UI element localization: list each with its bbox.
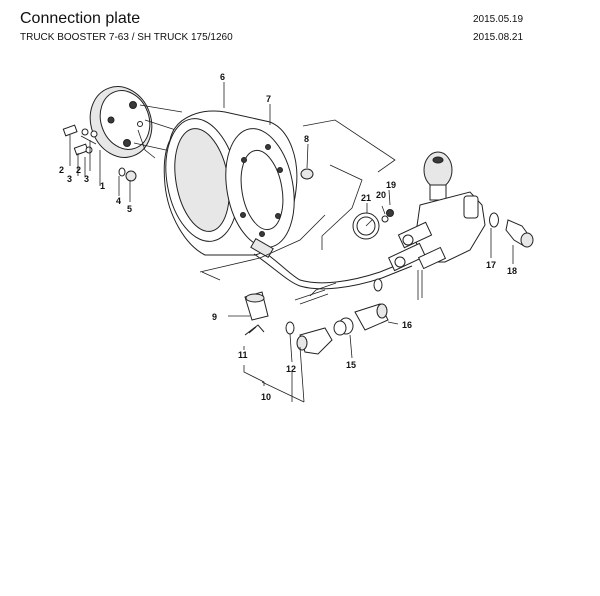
leader-lines [69, 82, 514, 403]
callout-12: 12 [286, 364, 296, 374]
callout-19: 19 [386, 180, 396, 190]
callout-2: 2 [59, 165, 64, 175]
callout-18: 18 [507, 266, 517, 276]
small-fittings-part [381, 209, 394, 223]
callout-11: 11 [238, 350, 248, 360]
callout-10: 10 [261, 392, 271, 402]
callout-9: 9 [212, 312, 217, 322]
callout-8: 8 [304, 134, 309, 144]
callout-16: 16 [402, 320, 412, 330]
date-created: 2015.05.19 [473, 14, 524, 25]
elbow-part [296, 327, 333, 355]
callout-labels: 1 2 3 3 2 4 5 6 7 8 9 10 11 12 15 16 17 … [59, 72, 517, 402]
date-revised: 2015.08.21 [473, 32, 524, 43]
callout-20: 20 [376, 190, 386, 200]
sleeve-part [354, 278, 389, 331]
clip-part [244, 324, 265, 336]
page-title: Connection plate [20, 10, 141, 27]
callout-6: 6 [220, 72, 225, 82]
callout-5: 5 [127, 204, 132, 214]
nozzle-part [244, 291, 269, 321]
callout-15: 15 [346, 360, 356, 370]
assembly-lines [80, 119, 396, 281]
clamp-part [333, 317, 354, 336]
connection-plate-part [89, 86, 186, 158]
bolts-part [62, 124, 98, 156]
callout-3b: 3 [84, 174, 89, 184]
washer-part [118, 167, 137, 182]
callout-1: 1 [100, 181, 105, 191]
pressure-gauge-part [352, 212, 380, 240]
callout-3: 3 [67, 174, 72, 184]
callout-17: 17 [486, 260, 496, 270]
o-ring-part [285, 321, 295, 335]
callout-4: 4 [116, 196, 121, 206]
model-subtitle: TRUCK BOOSTER 7-63 / SH TRUCK 175/1260 [20, 32, 233, 43]
plug-part [489, 212, 534, 248]
pressure-valve-part [387, 151, 486, 300]
drum-part [163, 110, 298, 256]
callout-7: 7 [266, 94, 271, 104]
callout-21: 21 [361, 193, 371, 203]
nut-part [300, 168, 314, 180]
hose-part [250, 237, 413, 305]
callout-2b: 2 [76, 165, 81, 175]
